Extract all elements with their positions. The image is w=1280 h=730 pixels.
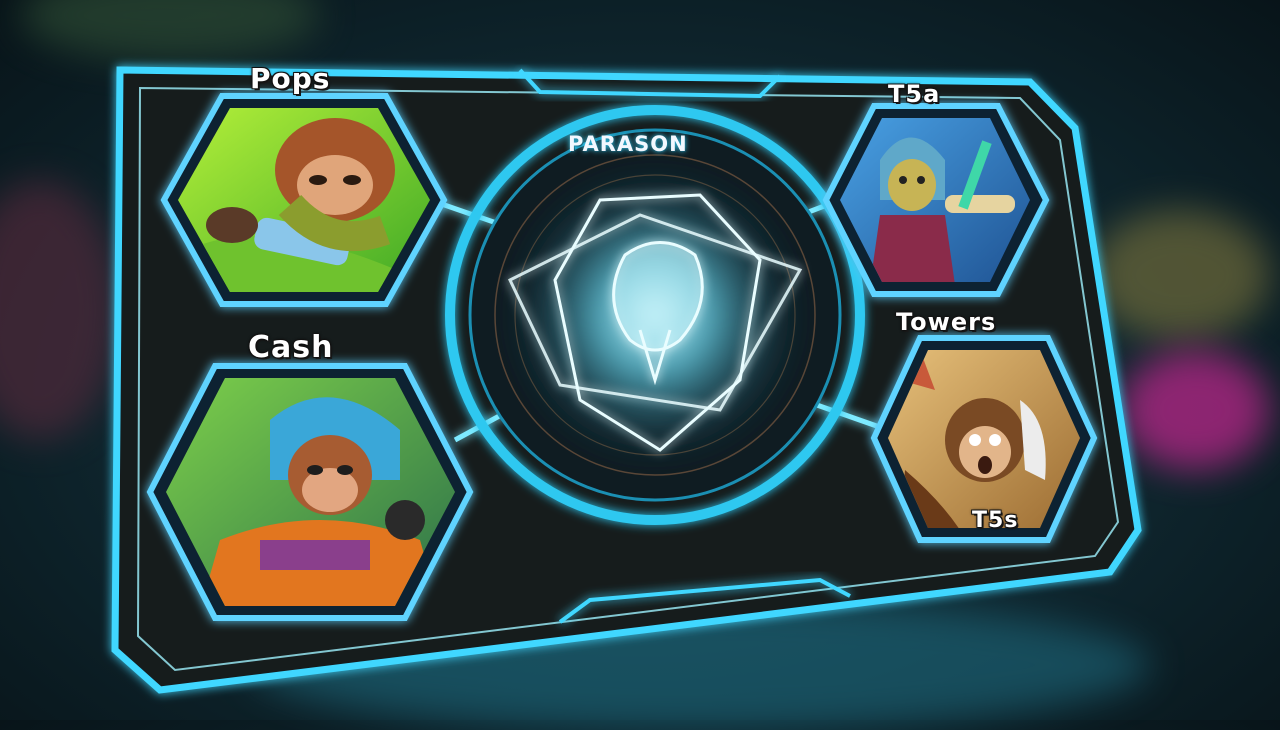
hex-label-pops: Pops <box>250 62 331 95</box>
monkey-engineer-portrait <box>166 378 455 606</box>
background-bloon-pink <box>1120 350 1270 470</box>
monkey-hooded-portrait <box>840 118 1030 282</box>
hex-label-t5a: T5a <box>888 80 941 108</box>
hex-towers[interactable] <box>870 335 1098 543</box>
hex-t5a[interactable] <box>822 103 1050 297</box>
hex-pops[interactable] <box>160 93 448 307</box>
hex-label-towers: Towers <box>896 308 997 336</box>
hex-sublabel-t5s: T5s <box>972 508 1019 533</box>
monkey-scared-portrait <box>888 350 1080 528</box>
monkey-sleeping-portrait <box>178 108 430 292</box>
paragon-crystal-icon <box>508 193 803 452</box>
background-tower-right <box>1090 210 1270 340</box>
hex-label-cash: Cash <box>248 330 334 365</box>
paragon-core <box>445 105 865 525</box>
hex-cash[interactable] <box>146 363 474 621</box>
paragon-title: PARASON <box>568 132 688 156</box>
